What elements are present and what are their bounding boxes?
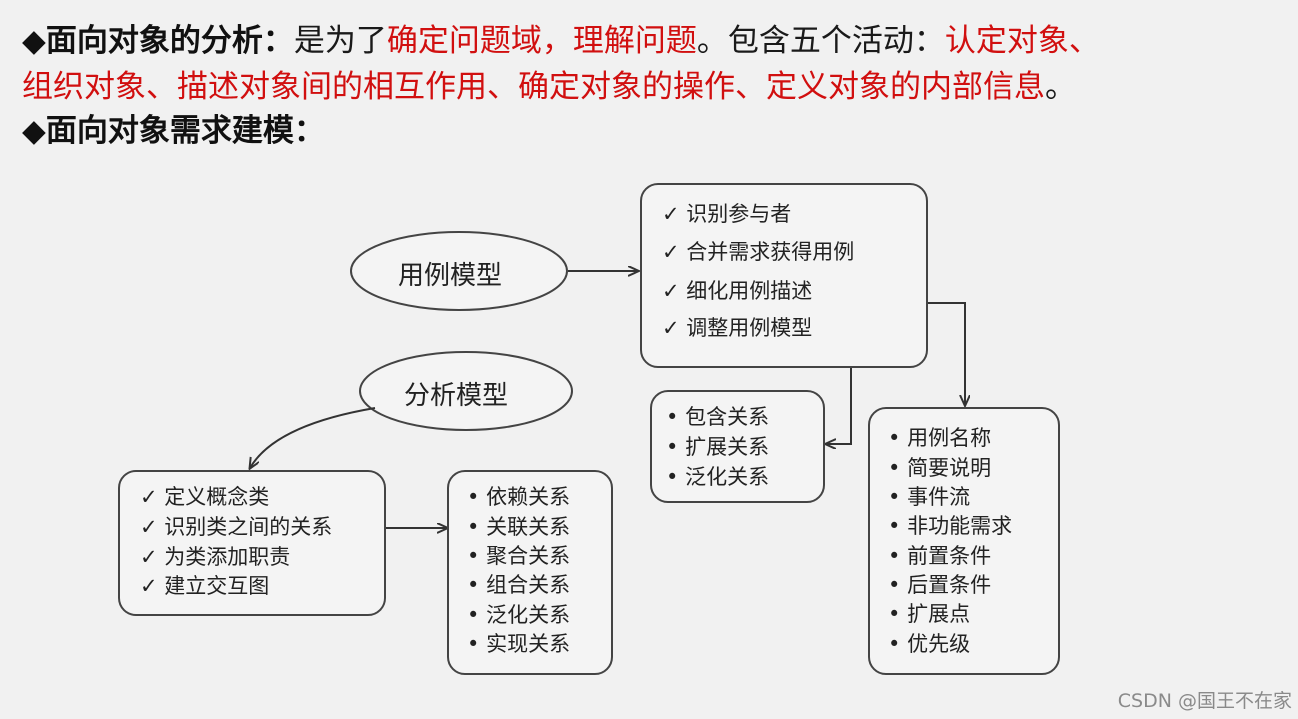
header-line-3: ◆面向对象需求建模： <box>22 112 325 150</box>
analysis-steps-box: ✓ 定义概念类 ✓ 识别类之间的关系 ✓ 为类添加职责 ✓ 建立交互图 <box>118 470 386 616</box>
ooa-intro: 是为了 <box>293 23 387 59</box>
check-icon: ✓ <box>662 316 680 340</box>
dot-icon: • <box>888 544 901 568</box>
list-item: • 聚合关系 <box>467 544 571 568</box>
ooa-period: 。 <box>1045 69 1076 105</box>
check-icon: ✓ <box>140 485 158 509</box>
dot-icon: • <box>666 465 679 489</box>
diamond-bullet-icon: ◆ <box>22 113 46 149</box>
dot-icon: • <box>888 602 901 626</box>
list-item: • 依赖关系 <box>467 485 571 509</box>
dot-icon: • <box>666 435 679 459</box>
dot-icon: • <box>467 544 480 568</box>
list-item: • 实现关系 <box>467 632 571 656</box>
check-icon: ✓ <box>662 240 680 264</box>
list-item: • 关联关系 <box>467 515 571 539</box>
use-case-description-box: • 用例名称 • 简要说明 • 事件流 • 非功能需求 • 前置条件 • 后置条… <box>868 407 1060 675</box>
use-case-model-label: 用例模型 <box>398 261 503 291</box>
ooa-activities-intro: 。包含五个活动： <box>696 23 945 59</box>
oo-requirements-modeling-term: 面向对象需求建模： <box>45 113 325 149</box>
analysis-model-ellipse <box>359 351 573 431</box>
list-item: • 泛化关系 <box>666 465 770 489</box>
use-case-relations-box: • 包含关系 • 扩展关系 • 泛化关系 <box>650 390 825 503</box>
list-item: • 简要说明 <box>888 456 992 480</box>
list-item: • 用例名称 <box>888 426 992 450</box>
list-item: • 优先级 <box>888 632 971 656</box>
list-item: ✓ 识别类之间的关系 <box>140 515 333 539</box>
dot-icon: • <box>467 603 480 627</box>
list-item: • 包含关系 <box>666 405 770 429</box>
list-item: ✓ 细化用例描述 <box>662 279 813 303</box>
list-item: • 非功能需求 <box>888 514 1013 538</box>
list-item: ✓ 合并需求获得用例 <box>662 240 855 264</box>
ooa-activities-rest: 组织对象、描述对象间的相互作用、确定对象的操作、定义对象的内部信息 <box>22 69 1045 105</box>
check-icon: ✓ <box>662 202 680 226</box>
use-case-steps-box: ✓ 识别参与者 ✓ 合并需求获得用例 ✓ 细化用例描述 ✓ 调整用例模型 <box>640 183 928 368</box>
class-relations-box: • 依赖关系 • 关联关系 • 聚合关系 • 组合关系 • 泛化关系 • 实现关… <box>447 470 613 675</box>
dot-icon: • <box>888 514 901 538</box>
use-case-model-ellipse <box>350 231 568 311</box>
list-item: • 后置条件 <box>888 573 992 597</box>
list-item: ✓ 建立交互图 <box>140 574 270 598</box>
ooa-activity-first: 认定对象、 <box>944 23 1100 59</box>
dot-icon: • <box>467 573 480 597</box>
list-item: • 事件流 <box>888 485 971 509</box>
watermark: CSDN @国王不在家 <box>1117 690 1292 712</box>
dot-icon: • <box>888 456 901 480</box>
dot-icon: • <box>888 485 901 509</box>
dot-icon: • <box>666 405 679 429</box>
check-icon: ✓ <box>140 515 158 539</box>
list-item: ✓ 识别参与者 <box>662 202 792 226</box>
dot-icon: • <box>467 485 480 509</box>
check-icon: ✓ <box>140 545 158 569</box>
header-line-1: ◆面向对象的分析：是为了确定问题域，理解问题。包含五个活动：认定对象、 <box>22 22 1100 60</box>
list-item: ✓ 为类添加职责 <box>140 545 291 569</box>
list-item: • 组合关系 <box>467 573 571 597</box>
dot-icon: • <box>467 515 480 539</box>
list-item: ✓ 调整用例模型 <box>662 316 813 340</box>
analysis-model-label: 分析模型 <box>404 381 509 411</box>
list-item: • 泛化关系 <box>467 603 571 627</box>
list-item: • 扩展关系 <box>666 435 770 459</box>
check-icon: ✓ <box>140 574 158 598</box>
ooa-purpose: 确定问题域，理解问题 <box>386 23 697 59</box>
dot-icon: • <box>888 426 901 450</box>
dot-icon: • <box>888 632 901 656</box>
dot-icon: • <box>467 632 480 656</box>
list-item: ✓ 定义概念类 <box>140 485 270 509</box>
header-line-2: 组织对象、描述对象间的相互作用、确定对象的操作、定义对象的内部信息。 <box>22 68 1076 106</box>
ooa-term: 面向对象的分析： <box>45 23 294 59</box>
check-icon: ✓ <box>662 279 680 303</box>
diamond-bullet-icon: ◆ <box>22 23 46 59</box>
arrow-analysis-to-steps <box>250 407 376 468</box>
list-item: • 前置条件 <box>888 544 992 568</box>
dot-icon: • <box>888 573 901 597</box>
list-item: • 扩展点 <box>888 602 971 626</box>
